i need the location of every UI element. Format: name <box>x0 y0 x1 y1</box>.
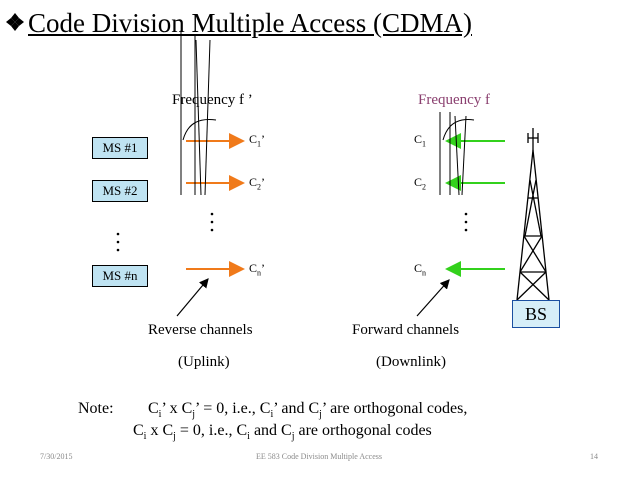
note-line-1: Ci’ x Cj’ = 0, i.e., Ci’ and Cj’ are ort… <box>148 400 467 420</box>
forward-band-bracket <box>439 112 475 196</box>
ms-box-1: MS #1 <box>92 137 148 159</box>
base-station-box: BS <box>512 300 560 328</box>
forward-pointer-arrow <box>416 279 450 317</box>
forward-code-1: C1 <box>414 132 427 149</box>
forward-code-n: Cn <box>414 261 427 278</box>
note-prefix: Note: <box>78 400 114 417</box>
ms-box-n: MS #n <box>92 265 148 287</box>
note-text: C <box>133 422 144 439</box>
note-text: and C <box>249 422 292 439</box>
reverse-channels-label: Reverse channels <box>148 322 253 338</box>
note-text: x C <box>146 422 174 439</box>
ms-box-2: MS #2 <box>92 180 148 202</box>
note-text: ’ and C <box>273 400 320 417</box>
note-text: C <box>148 400 159 417</box>
base-station-tower-icon <box>516 128 550 301</box>
ellipsis-ms <box>116 232 120 252</box>
note-subscript: j <box>173 431 176 443</box>
ellipsis-forward <box>464 212 468 232</box>
note-text: = 0, i.e., C <box>175 422 248 439</box>
reverse-frequency-label: Frequency f ’ <box>172 92 253 108</box>
note-line-2: Ci x Cj = 0, i.e., Ci and Cj are orthogo… <box>133 422 432 442</box>
note-text: ’ = 0, i.e., C <box>195 400 271 417</box>
note-text: ’ are orthogonal codes, <box>321 400 468 417</box>
reverse-code-n: Cn’ <box>249 261 266 278</box>
note-subscript: i <box>270 409 274 421</box>
reverse-pointer-arrow <box>176 278 209 317</box>
forward-code-2: C2 <box>414 175 427 192</box>
ellipsis-reverse <box>210 212 214 232</box>
reverse-code-1: C1’ <box>249 132 266 149</box>
reverse-code-2: C2’ <box>249 175 266 192</box>
uplink-label: (Uplink) <box>178 354 230 370</box>
note-subscript: i <box>247 431 250 443</box>
downlink-label: (Downlink) <box>376 354 446 370</box>
note-subscript: j <box>192 409 196 421</box>
footer-course: EE 583 Code Division Multiple Access <box>256 452 382 461</box>
note-subscript: j <box>319 409 322 421</box>
note-subscript: i <box>158 409 162 421</box>
diamond-bullet-icon <box>6 13 24 31</box>
slide-title: Code Division Multiple Access (CDMA) <box>28 8 472 38</box>
note-text: ’ x C <box>161 400 193 417</box>
note-subscript: j <box>291 431 295 443</box>
forward-frequency-label: Frequency f <box>418 92 491 108</box>
note-text: are orthogonal codes <box>294 422 432 439</box>
note-subscript: i <box>143 431 147 443</box>
reverse-band-bracket <box>180 30 217 196</box>
footer-date: 7/30/2015 <box>40 452 73 461</box>
forward-channels-label: Forward channels <box>352 322 460 338</box>
footer-page-number: 14 <box>590 452 598 461</box>
